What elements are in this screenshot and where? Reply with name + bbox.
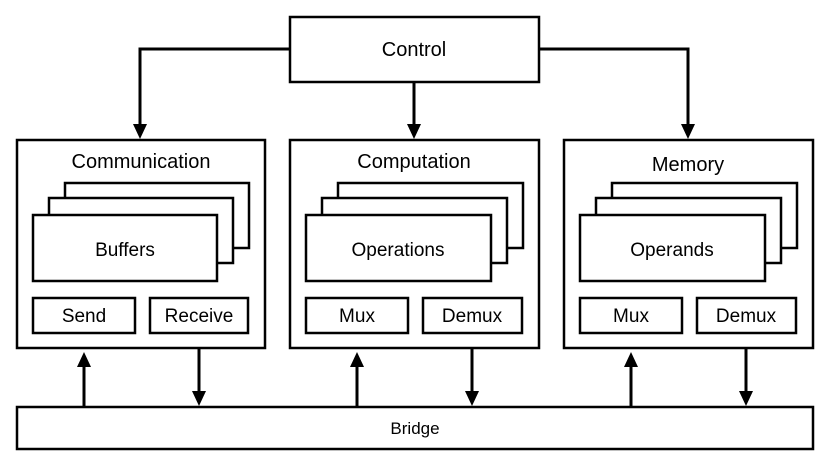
receive-downlink-arrowhead [192,391,206,406]
receive-box [148,296,250,335]
send-label: Send [62,306,106,327]
bridge-label: Bridge [390,419,439,438]
memory-demux-downlink-arrowhead [739,391,753,406]
memory-mux-box [578,296,684,335]
memory-mux-uplink-arrowhead [624,352,638,367]
memory-title: Memory [652,154,724,176]
control-to-computation-arrowhead [407,124,421,139]
control-to-memory-line [539,47,690,124]
computation-demux-downlink-arrowhead [465,391,479,406]
memory-demux-label: Demux [716,306,777,327]
computation-title: Computation [357,151,470,173]
communication-buffer-front [31,213,219,283]
computation-mux-uplink-arrowhead [350,352,364,367]
bridge-box [15,405,815,451]
communication-title: Communication [72,151,211,173]
memory-operands-front [578,213,767,283]
computation-demux-box [421,296,524,335]
control-to-memory-arrowhead [681,124,695,139]
computation-operations-front [304,213,493,283]
computation-operations-label: Operations [352,240,445,261]
computation-demux-label: Demux [442,306,503,327]
control-to-communication-arrowhead [133,124,147,139]
memory-mux-label: Mux [613,306,649,327]
communication-unit: Communication Buffers Send Receive [15,138,267,350]
control-to-communication-line [138,47,290,124]
communication-buffer-label: Buffers [95,240,155,261]
receive-label: Receive [165,306,234,327]
memory-unit: Memory Operands Mux Demux [562,138,815,350]
computation-unit: Computation Operations Mux Demux [288,138,541,350]
memory-operands-label: Operands [630,240,713,261]
computation-mux-box [304,296,410,335]
send-uplink-arrowhead [77,352,91,367]
memory-demux-box [695,296,798,335]
control-label: Control [382,39,446,61]
send-box [31,296,137,335]
computation-mux-label: Mux [339,306,375,327]
